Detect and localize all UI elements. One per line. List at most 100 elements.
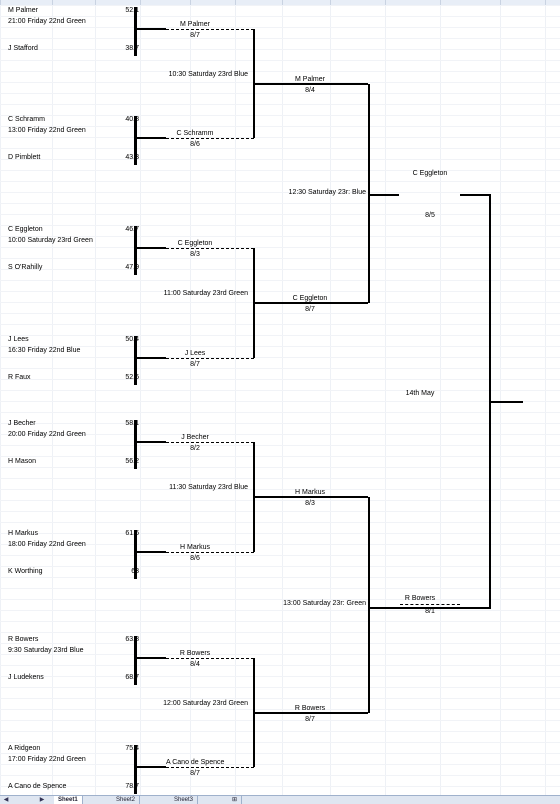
round1-winner-name: A Cano de Spence [166, 759, 225, 766]
round1-winner-name: R Bowers [179, 650, 211, 657]
match-time: 21:00 Friday 22nd Green [8, 18, 86, 25]
bracket-connector [134, 357, 166, 359]
round2-winner-odds: 8/3 [305, 500, 315, 507]
bracket-vertical [368, 84, 370, 303]
player-score: 78.7 [125, 783, 139, 790]
round2-winner-name: R Bowers [294, 705, 326, 712]
player-score: 38.7 [125, 45, 139, 52]
sheet-tab-1[interactable]: Sheet1 [54, 796, 83, 804]
bracket-vertical [134, 420, 137, 469]
first-sheet-arrow-icon[interactable]: ◀ [3, 797, 9, 803]
round1-winner-name: C Schramm [176, 130, 214, 137]
player-score: 63 [95, 568, 139, 576]
player-score: 52.1 [125, 7, 139, 14]
round2-match-time: 12:00 Saturday 23rd Green [163, 700, 248, 707]
final-date-label: 14th May [405, 390, 435, 397]
winner-dashed-line [166, 442, 254, 443]
winner-dashed-line [166, 767, 254, 768]
player-name: R Bowers [8, 636, 39, 643]
bracket-vertical [134, 636, 137, 685]
bracket-connector [134, 657, 166, 659]
bracket-connector [134, 441, 166, 443]
winner-dashed-line [400, 604, 460, 605]
bracket-vertical [134, 745, 137, 794]
round1-winner-odds: 8/7 [190, 361, 200, 368]
player-name: H Mason [8, 458, 37, 465]
round1-winner-odds: 8/3 [190, 251, 200, 258]
bracket-vertical [368, 497, 370, 713]
sheet-tab-2[interactable]: Sheet2 [112, 796, 141, 804]
round1-winner-name: H Markus [180, 544, 210, 551]
player-name: S O'Rahilly [8, 264, 43, 271]
semifinal-winner-odds: 8/1 [425, 608, 435, 615]
round1-winner-odds: 8/6 [190, 555, 200, 562]
round2-winner-odds: 8/7 [305, 306, 315, 313]
bracket-connector [311, 712, 368, 714]
player-name: J Lees [8, 336, 29, 343]
bracket-connector [368, 194, 399, 196]
round2-winner-name: C Eggleton [292, 295, 328, 302]
sheet-tab-3[interactable]: Sheet3 [170, 796, 199, 804]
player-score: 56.2 [125, 458, 139, 465]
player-name: R Faux [8, 374, 31, 381]
winner-dashed-line [166, 358, 254, 359]
bracket-connector [368, 607, 489, 609]
bracket-connector [134, 28, 166, 30]
player-score: 46.7 [125, 226, 139, 233]
player-name: A Ridgeon [8, 745, 41, 752]
round1-winner-name: J Becher [181, 434, 209, 441]
player-name: D Pimblett [8, 154, 41, 161]
winner-dashed-line [166, 138, 254, 139]
bracket-connector [134, 766, 166, 768]
round1-winner-odds: 8/2 [190, 445, 200, 452]
bracket-vertical [134, 336, 137, 385]
player-name: H Markus [8, 530, 38, 537]
match-time: 16:30 Friday 22nd Blue [8, 347, 81, 354]
bracket-connector [134, 137, 166, 139]
bracket-vertical [134, 7, 137, 56]
round1-winner-name: C Eggleton [177, 240, 213, 247]
player-name: J Ludekens [8, 674, 44, 681]
player-name: K Worthing [8, 568, 43, 575]
winner-dashed-line [166, 552, 254, 553]
player-score: 43.3 [125, 154, 139, 161]
semifinal-winner-odds: 8/5 [425, 212, 435, 219]
player-score: 52.6 [125, 374, 139, 381]
round1-winner-odds: 8/4 [190, 661, 200, 668]
match-time: 17:00 Friday 22nd Green [8, 756, 86, 763]
player-score: 61.6 [125, 530, 139, 537]
round1-winner-name: J Lees [184, 350, 206, 357]
round2-winner-name: M Palmer [295, 76, 325, 83]
bracket-connector [311, 496, 368, 498]
player-score: 58.1 [125, 420, 139, 427]
bracket-connector [311, 302, 368, 304]
player-name: A Cano de Spence [8, 783, 67, 790]
bracket-vertical [134, 116, 137, 165]
player-score: 40.8 [125, 116, 139, 123]
match-time: 18:00 Friday 22nd Green [8, 541, 86, 548]
round2-match-time: 11:00 Saturday 23rd Green [163, 290, 248, 297]
bracket-vertical [134, 226, 137, 275]
winner-dashed-line [166, 248, 254, 249]
round1-winner-odds: 8/7 [190, 770, 200, 777]
next-sheet-arrow-icon[interactable]: ▶ [39, 797, 45, 803]
player-name: M Palmer [8, 7, 38, 14]
semifinal-winner-name: C Eggleton [412, 170, 448, 177]
bracket-connector [311, 83, 368, 85]
winner-dashed-line [166, 29, 254, 30]
round2-winner-name: H Markus [295, 489, 325, 496]
insert-sheet-icon[interactable]: ⊞ [228, 796, 243, 804]
round3-match-time: 13:00 Saturday 23r: Green [283, 600, 366, 607]
match-time: 13:00 Friday 22nd Green [8, 127, 86, 134]
match-time: 9:30 Saturday 23rd Blue [8, 647, 84, 654]
semifinal-winner-name: R Bowers [404, 595, 436, 602]
player-score: 47.9 [125, 264, 139, 271]
winner-dashed-line [166, 658, 254, 659]
match-time: 10:00 Saturday 23rd Green [8, 237, 93, 244]
round1-winner-odds: 8/7 [190, 32, 200, 39]
bracket-vertical [134, 530, 137, 579]
final-bracket-connector [489, 401, 523, 403]
bracket-connector [134, 247, 166, 249]
player-score: 75.4 [125, 745, 139, 752]
